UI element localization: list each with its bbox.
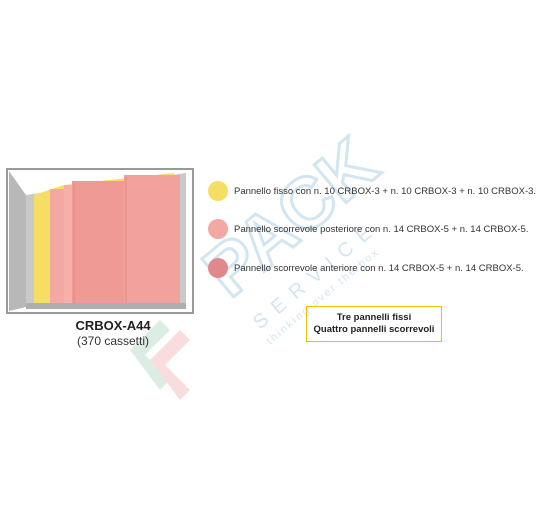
model-name: CRBOX-A44 [75, 318, 151, 333]
summary-box: Tre pannelli fissi Quattro pannelli scor… [306, 306, 442, 342]
drawer-count: (370 cassetti) [76, 334, 150, 348]
cabinet-left-side [9, 171, 26, 311]
legend-item-fixed: Pannello fisso con n. 10 CRBOX-3 + n. 10… [208, 181, 536, 201]
legend-label-fixed: Pannello fisso con n. 10 CRBOX-3 + n. 10… [234, 185, 536, 197]
cabinet-base [26, 303, 186, 309]
legend-swatch-rear-sliding [208, 219, 228, 239]
legend-swatch-fixed [208, 181, 228, 201]
cabinet-illustration [6, 168, 194, 314]
summary-fixed-panels: Tre pannelli fissi [336, 312, 412, 323]
legend-item-front-sliding: Pannello scorrevole anteriore con n. 14 … [208, 258, 524, 278]
svg-text:PACK: PACK [189, 123, 393, 312]
summary-sliding-panels: Quattro pannelli scorrevoli [313, 324, 435, 335]
legend-item-rear-sliding: Pannello scorrevole posteriore con n. 14… [208, 219, 528, 239]
front-sliding-panel-left [72, 181, 128, 307]
legend-label-rear-sliding: Pannello scorrevole posteriore con n. 14… [234, 223, 529, 235]
front-sliding-panel-right [124, 175, 180, 307]
legend-swatch-front-sliding [208, 258, 228, 278]
legend-label-front-sliding: Pannello scorrevole anteriore con n. 14 … [234, 262, 524, 274]
